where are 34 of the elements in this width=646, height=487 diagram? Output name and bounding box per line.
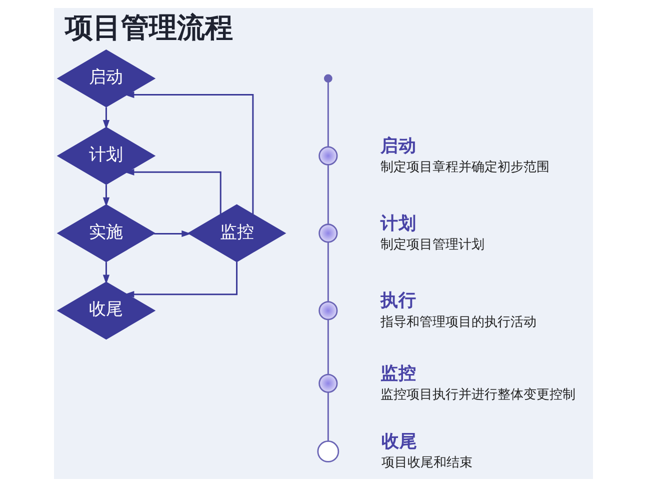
node-diamond: 启动	[56, 49, 156, 108]
node-label: 启动	[380, 136, 416, 156]
node-diamond: 计划	[56, 126, 156, 185]
node-circle	[318, 224, 338, 243]
node-label: 监控	[380, 364, 416, 384]
node-diamond: 实施	[56, 204, 156, 262]
arrow	[102, 262, 110, 284]
node-label: 计划	[380, 214, 416, 234]
arrow	[102, 107, 110, 130]
node-label: 项目收尾和结束	[380, 456, 472, 471]
diagram-title: 项目管理流程	[64, 10, 233, 44]
arrow	[124, 262, 238, 298]
node-label: 执行	[380, 291, 416, 312]
node-circle	[318, 301, 338, 320]
node-circle	[316, 440, 339, 462]
arrow	[154, 230, 191, 238]
node-diamond: 收尾	[56, 282, 156, 340]
connector	[326, 320, 328, 374]
arrow	[124, 91, 254, 214]
connector	[326, 164, 328, 224]
node-label: 制定项目管理计划	[380, 237, 484, 252]
arrow	[102, 184, 110, 207]
node-label: 监控项目执行并进行整体变更控制	[380, 387, 575, 402]
arrow	[124, 168, 221, 214]
node-circle	[318, 374, 338, 393]
connector	[326, 392, 328, 441]
node-label: 指导和管理项目的执行活动	[380, 314, 536, 330]
node-label: 制定项目章程并确定初步范围	[380, 160, 549, 175]
node-circle	[318, 146, 338, 166]
node-label: 收尾	[380, 432, 417, 452]
node-diamond: 监控	[186, 204, 286, 262]
connector	[326, 242, 328, 302]
node-circle	[323, 74, 332, 83]
connector	[326, 82, 328, 147]
